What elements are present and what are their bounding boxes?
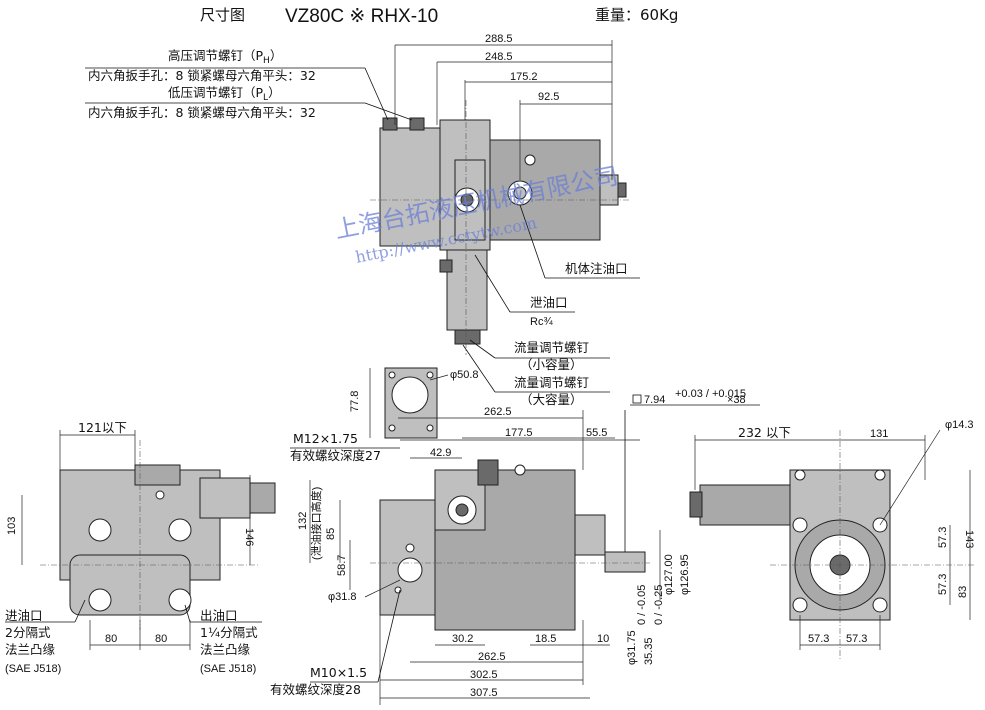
dim-131: 131 [870, 428, 888, 440]
dim-42-9: 42.9 [430, 447, 451, 459]
dim-262-5-upper: 262.5 [484, 406, 512, 418]
dim-d31-75: φ31.75 [626, 630, 638, 665]
body-fill-port-label: 机体注油口 [565, 261, 628, 276]
pressure-screw-callouts: 高压调节螺钉（PH） 内六角扳手孔：8 锁紧螺母六角平头：32 低压调节螺钉（P… [85, 48, 413, 121]
inlet-type-label: 2分隔式 [5, 625, 51, 640]
inlet-standard-label: (SAE J518) [5, 663, 61, 675]
low-pressure-screw-label: 低压调节螺钉（PL） [168, 85, 281, 103]
m10-thread-label: M10×1.5 [310, 665, 367, 680]
right-view-pump [689, 430, 975, 660]
left-view-pump [40, 440, 276, 630]
flow-small-capacity: （小容量） [520, 357, 583, 372]
key-spec-label: 7.94 [644, 394, 665, 406]
dim-18-5: 18.5 [535, 633, 556, 645]
inlet-outlet-callouts: 进油口 2分隔式 法兰凸缘 (SAE J518) 出油口 1¼分隔式 法兰凸缘 … [5, 599, 262, 675]
inlet-port-label: 进油口 [5, 608, 43, 623]
dim-121-max: 121以下 [78, 420, 127, 435]
dim-132: 132 [297, 512, 309, 530]
top-dimensions: 288.5 248.5 175.2 92.5 [394, 33, 613, 180]
dim-d50-8: φ50.8 [450, 369, 479, 381]
dim-35-35: 35.35 [643, 637, 655, 665]
dim-177-5: 177.5 [505, 427, 533, 439]
dim-92-5: 92.5 [538, 91, 559, 103]
top-view-pump [370, 100, 630, 355]
dim-d14-3: φ14.3 [945, 419, 974, 431]
dim-302-5: 302.5 [470, 669, 498, 681]
dim-103: 103 [6, 517, 18, 535]
dim-57-3-lower: 57.3 [937, 574, 949, 595]
outlet-port-label: 出油口 [200, 608, 238, 623]
drain-height-label: (泄油接口高度) [309, 487, 323, 560]
right-view-dimensions: 232 以下 131 φ14.3 143 57.3 57.3 83 57.3 5… [694, 419, 975, 650]
dim-57-3-left: 57.3 [808, 633, 829, 645]
key-tolerance: +0.03 / +0.015 [675, 388, 746, 400]
dim-248-5: 248.5 [485, 51, 513, 63]
dim-d31-75-tol: 0 / -0.05 [636, 585, 648, 625]
dim-55-5: 55.5 [586, 427, 607, 439]
port-callouts: 机体注油口 泄油口 Rc¾ 流量调节螺钉 （小容量） 流量调节螺钉 （大容量） [462, 204, 640, 407]
dim-83: 83 [957, 586, 969, 598]
hex-wrench-label-2: 内六角扳手孔：8 锁紧螺母六角平头：32 [88, 105, 316, 120]
dim-85: 85 [325, 528, 337, 540]
m10-depth-label: 有效螺纹深度28 [270, 682, 361, 697]
dim-80-left: 80 [105, 633, 117, 645]
dim-80-right: 80 [155, 633, 167, 645]
dim-35-35-tol: 0 / -0.25 [653, 585, 665, 625]
dim-143: 143 [963, 530, 975, 548]
flow-screw-small-label: 流量调节螺钉 [514, 340, 590, 355]
m12-thread-label: M12×1.75 [293, 431, 358, 446]
outlet-type-label: 1¼分隔式 [200, 625, 258, 640]
left-view-dimensions: 121以下 103 146 80 80 [6, 420, 255, 650]
outlet-standard-label: (SAE J518) [200, 663, 256, 675]
dim-57-3-upper: 57.3 [937, 527, 949, 548]
dim-262-5-lower: 262.5 [478, 651, 506, 663]
dim-232-max: 232 以下 [738, 425, 791, 440]
dim-10: 10 [597, 633, 609, 645]
dim-d31-8: φ31.8 [328, 591, 357, 603]
drain-thread-label: Rc¾ [530, 316, 553, 328]
flow-large-capacity: （大容量） [520, 392, 583, 407]
drawing-label: 尺寸图 [200, 6, 245, 24]
dim-146: 146 [243, 528, 255, 546]
dim-175-2: 175.2 [510, 71, 538, 83]
m12-depth-label: 有效螺纹深度27 [290, 448, 381, 463]
dim-307-5: 307.5 [470, 687, 498, 699]
key-length-label: ×38 [727, 394, 746, 406]
dim-30-2: 30.2 [452, 633, 473, 645]
hex-wrench-label-1: 内六角扳手孔：8 锁紧螺母六角平头：32 [88, 68, 316, 83]
dim-58-7: 58.7 [336, 555, 348, 576]
dim-d127: φ127.00 [663, 554, 675, 595]
dim-57-3-right: 57.3 [846, 633, 867, 645]
dim-77-8: 77.8 [349, 391, 361, 412]
dim-d126-95: φ126.95 [679, 554, 691, 595]
front-view-dimensions: φ50.8 77.8 262.5 177.5 55.5 42.9 M12×1.7… [270, 368, 760, 705]
dim-288-5: 288.5 [485, 33, 513, 45]
weight-label: 重量：60Kg [595, 6, 678, 24]
drain-port-label: 泄油口 [530, 295, 568, 310]
inlet-flange-label: 法兰凸缘 [5, 642, 56, 657]
model-title: VZ80C ※ RHX-10 [285, 6, 438, 27]
front-view-pump [370, 367, 650, 631]
high-pressure-screw-label: 高压调节螺钉（PH） [168, 48, 282, 66]
flow-screw-large-label: 流量调节螺钉 [514, 375, 590, 390]
outlet-flange-label: 法兰凸缘 [200, 642, 251, 657]
